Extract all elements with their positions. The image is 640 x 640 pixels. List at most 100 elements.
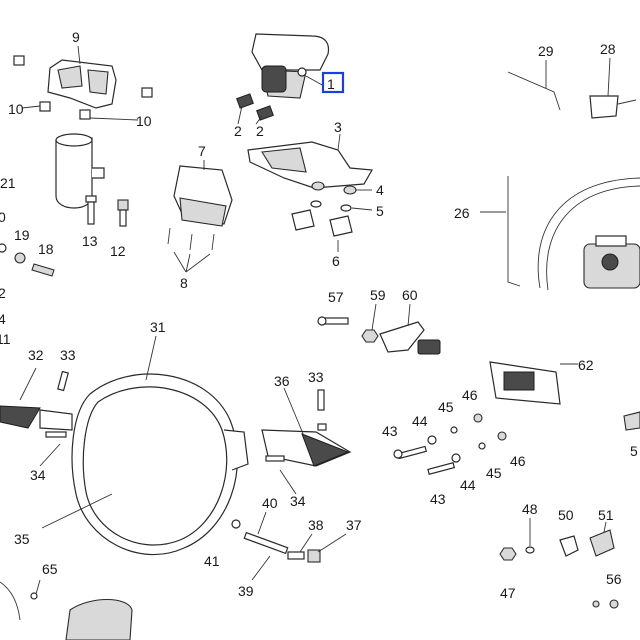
callout-40: 40: [262, 495, 278, 511]
sleeve-part-21: [55, 133, 105, 209]
bracket-part-3: [247, 133, 373, 189]
callout-edge-2: 2: [0, 285, 6, 301]
callout-46b: 46: [510, 453, 526, 469]
callout-19: 19: [14, 227, 30, 243]
bolt-part-13: [85, 195, 97, 225]
callout-1: 1: [327, 76, 335, 92]
callout-2b: 2: [256, 123, 264, 139]
callout-29: 29: [538, 43, 554, 59]
callout-28: 28: [600, 41, 616, 57]
callout-46a: 46: [462, 387, 478, 403]
nut-part-47: [499, 547, 517, 561]
pipe-part-26: [480, 176, 640, 291]
bolt-part-18: [31, 263, 55, 277]
callout-60: 60: [402, 287, 418, 303]
callout-33b: 33: [308, 369, 324, 385]
housing-part-7: [173, 160, 233, 227]
rubber-part-2: [236, 93, 274, 125]
callout-44a: 44: [412, 413, 428, 429]
callout-edge-0: 0: [0, 209, 6, 225]
callout-51: 51: [598, 507, 614, 523]
screw-part-2-left: [0, 243, 7, 253]
bolt-part-33-right: [317, 389, 327, 431]
callout-8: 8: [180, 275, 188, 291]
pin-part-12: [117, 199, 129, 227]
bolt-part-34-left: [39, 443, 61, 467]
bolt-part-57: [317, 316, 349, 326]
bracket-right-edge: [623, 411, 640, 431]
callout-34a: 34: [30, 467, 46, 483]
callout-edge-11: 11: [0, 331, 11, 347]
callout-2: 2: [234, 123, 242, 139]
lamp-part-60: [379, 303, 441, 355]
callout-13: 13: [82, 233, 98, 249]
callout-45a: 45: [438, 399, 454, 415]
damper-part-6: [291, 209, 353, 252]
callout-3: 3: [334, 119, 342, 135]
callout-35: 35: [14, 531, 30, 547]
valve-part-28: [589, 57, 637, 119]
lamp-part-65: [0, 579, 133, 640]
nut-part-10: [13, 55, 153, 121]
callout-56: 56: [606, 571, 622, 587]
spacer-part-5: [310, 200, 373, 212]
lens-part-35: [41, 386, 228, 546]
callout-edge-5: 5: [630, 443, 638, 459]
connector-part-51: [589, 521, 615, 557]
callout-37: 37: [346, 517, 362, 533]
callout-10a: 10: [8, 101, 24, 117]
callout-65: 65: [42, 561, 58, 577]
callout-43a: 43: [382, 423, 398, 439]
callout-32: 32: [28, 347, 44, 363]
callout-59: 59: [370, 287, 386, 303]
callout-34b: 34: [290, 493, 306, 509]
bolt-part-38: [287, 533, 313, 560]
nut-part-37: [307, 533, 347, 563]
highlight-box-part-1: [321, 71, 345, 94]
callout-26: 26: [454, 205, 470, 221]
washer-part-40: [257, 511, 267, 535]
callout-7: 7: [198, 143, 206, 159]
hose-part-29: [507, 60, 561, 111]
callout-31: 31: [150, 319, 166, 335]
bolt-part-34-right: [265, 455, 297, 495]
callout-47: 47: [500, 585, 516, 601]
washer-part-48: [525, 518, 535, 554]
pin-part-39: [243, 531, 289, 581]
callout-6: 6: [332, 253, 340, 269]
nut-part-59: [361, 303, 379, 343]
callout-39: 39: [238, 583, 254, 599]
callout-10b: 10: [136, 113, 152, 129]
callout-33a: 33: [60, 347, 76, 363]
washer-part-41: [231, 519, 241, 529]
callout-38: 38: [308, 517, 324, 533]
screw-part-8: [167, 227, 215, 273]
callout-43b: 43: [430, 491, 446, 507]
bracket-part-9: [47, 45, 117, 109]
pump-assembly: [583, 235, 640, 289]
callout-5: 5: [376, 203, 384, 219]
callout-21: 21: [0, 175, 16, 191]
meter-part-1: [251, 33, 330, 99]
callout-41: 41: [204, 553, 220, 569]
callout-edge-4: 4: [0, 311, 6, 327]
lamp-part-62: [489, 361, 578, 405]
screw-part-56: [592, 599, 619, 609]
turn-signal-part-32: [0, 367, 73, 431]
clip-part-50: [559, 535, 579, 557]
callout-9: 9: [72, 29, 80, 45]
callout-57: 57: [328, 289, 344, 305]
callout-50: 50: [558, 507, 574, 523]
callout-62: 62: [578, 357, 594, 373]
callout-18: 18: [38, 241, 54, 257]
fasteners-43-46: [393, 413, 507, 475]
callout-44b: 44: [460, 477, 476, 493]
callout-12: 12: [110, 243, 126, 259]
callout-36: 36: [274, 373, 290, 389]
turn-signal-part-36: [261, 387, 352, 467]
callout-4: 4: [376, 182, 384, 198]
cap-part-19: [14, 252, 26, 264]
washer-part-4: [311, 181, 372, 195]
bolt-part-33-left: [45, 370, 69, 438]
